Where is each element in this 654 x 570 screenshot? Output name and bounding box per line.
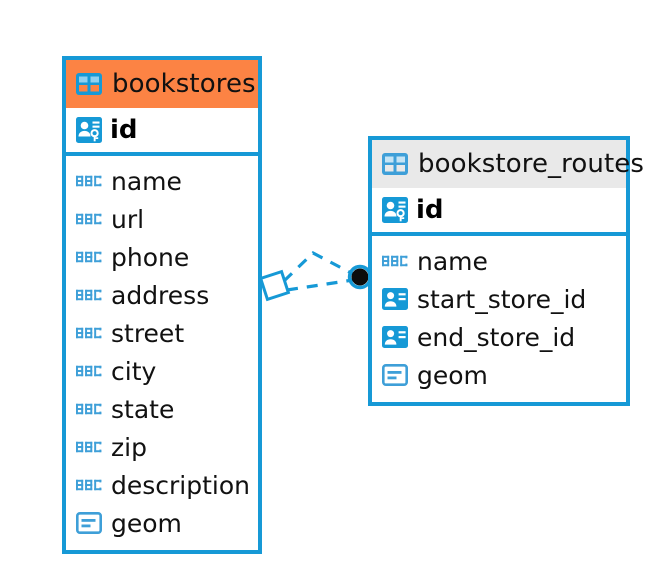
text-abc-icon xyxy=(76,173,102,189)
text-abc-icon xyxy=(382,253,408,269)
primary-key-icon xyxy=(382,197,408,223)
relationship-line-upper xyxy=(282,251,356,283)
field-label: url xyxy=(111,204,145,234)
table-icon xyxy=(382,153,408,175)
field-row[interactable]: city xyxy=(66,352,258,390)
table-title: bookstore_routes xyxy=(418,149,644,179)
relationship-diamond-marker xyxy=(258,269,291,302)
text-abc-icon xyxy=(76,363,102,379)
field-label: street xyxy=(111,318,185,348)
field-label: city xyxy=(111,356,157,386)
field-row[interactable]: phone xyxy=(66,238,258,276)
field-label: start_store_id xyxy=(417,284,587,314)
field-row[interactable]: name xyxy=(66,162,258,200)
table-header-bookstores[interactable]: bookstores xyxy=(66,60,258,108)
table-bookstore-routes[interactable]: bookstore_routes id xyxy=(368,136,644,406)
field-label: name xyxy=(111,166,182,196)
table-bookstores[interactable]: bookstores id xyxy=(62,56,262,554)
field-label: zip xyxy=(111,432,147,462)
field-label: end_store_id xyxy=(417,322,576,352)
table-title: bookstores xyxy=(112,69,256,99)
field-row[interactable]: end_store_id xyxy=(372,318,626,356)
primary-key-label: id xyxy=(416,195,444,225)
text-abc-icon xyxy=(76,249,102,265)
field-label: geom xyxy=(111,508,182,538)
field-label: name xyxy=(417,246,488,276)
table-header-bookstore-routes[interactable]: bookstore_routes xyxy=(372,140,644,188)
text-abc-icon xyxy=(76,325,102,341)
field-row[interactable]: address xyxy=(66,276,258,314)
field-row[interactable]: zip xyxy=(66,428,258,466)
field-row[interactable]: street xyxy=(66,314,258,352)
field-list: name xyxy=(66,156,258,550)
text-abc-icon xyxy=(76,211,102,227)
primary-key-row[interactable]: id xyxy=(372,188,626,236)
field-row[interactable]: geom xyxy=(372,356,626,394)
field-row[interactable]: url xyxy=(66,200,258,238)
field-row[interactable]: start_store_id xyxy=(372,280,626,318)
primary-key-row[interactable]: id xyxy=(66,108,258,156)
relationship-line-lower xyxy=(286,278,354,292)
field-row[interactable]: geom xyxy=(66,504,258,542)
geometry-icon xyxy=(76,512,102,534)
foreign-key-icon xyxy=(382,326,408,348)
text-abc-icon xyxy=(76,439,102,455)
geometry-icon xyxy=(382,364,408,386)
field-row[interactable]: name xyxy=(372,242,626,280)
field-label: state xyxy=(111,394,175,424)
text-abc-icon xyxy=(76,401,102,417)
foreign-key-icon xyxy=(382,288,408,310)
text-abc-icon xyxy=(76,287,102,303)
primary-key-label: id xyxy=(110,115,138,145)
field-row[interactable]: state xyxy=(66,390,258,428)
field-list: name start_store_id xyxy=(372,236,626,402)
field-row[interactable]: description xyxy=(66,466,258,504)
field-label: geom xyxy=(417,360,488,390)
primary-key-icon xyxy=(76,117,102,143)
field-label: address xyxy=(111,280,210,310)
field-label: description xyxy=(111,470,251,500)
text-abc-icon xyxy=(76,477,102,493)
table-icon xyxy=(76,73,102,95)
field-label: phone xyxy=(111,242,190,272)
